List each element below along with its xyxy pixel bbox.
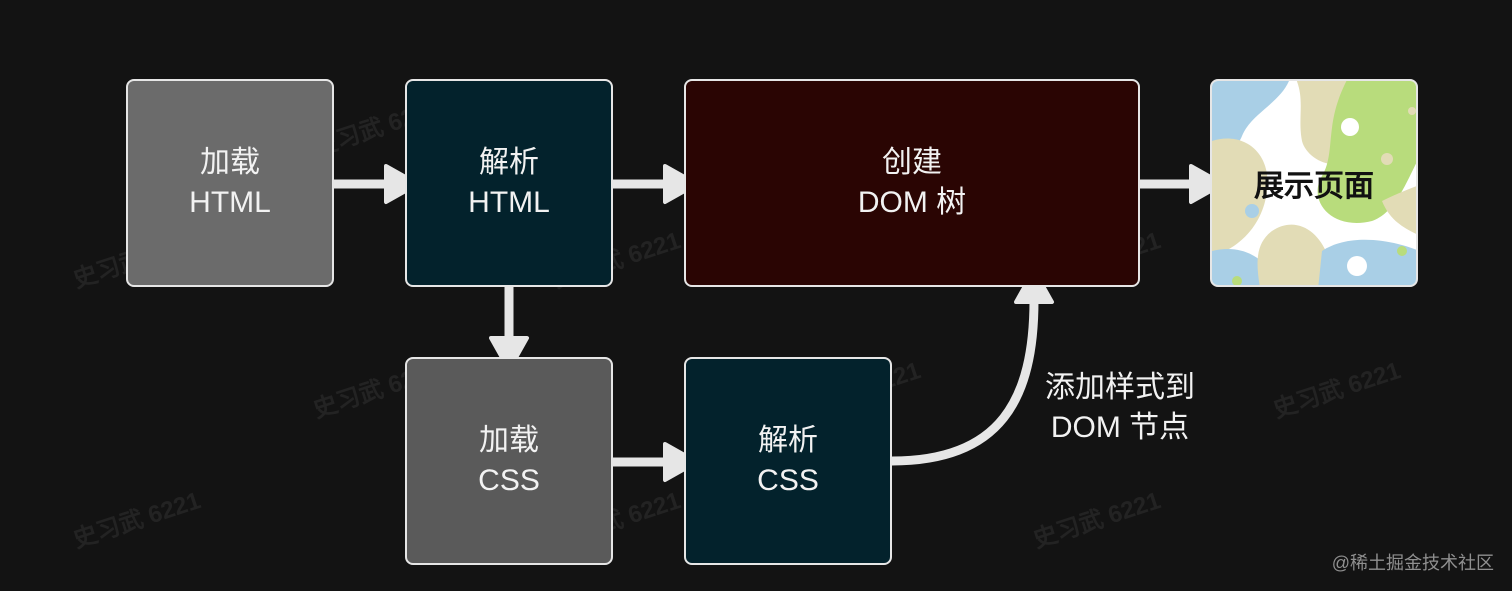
arrow-head-right	[1189, 164, 1225, 204]
node-create-dom-tree: 创建 DOM 树	[684, 79, 1140, 287]
node-render-page: 展示页面	[1210, 79, 1418, 287]
edge-label-line2: DOM 节点	[1050, 411, 1190, 444]
abstract-blob-pattern	[1212, 81, 1416, 285]
node-load-html: 加载 HTML	[126, 79, 334, 287]
node-label: 展示页面	[1254, 170, 1374, 203]
node-label-line2: DOM 树	[857, 186, 967, 219]
arrow-head-down	[489, 336, 529, 372]
node-label-line1: 加载	[200, 146, 260, 179]
node-parse-html: 解析 HTML	[405, 79, 613, 287]
edge-label-apply-styles: 添加样式到 DOM 节点	[1020, 368, 1220, 448]
node-load-css: 加载 CSS	[405, 357, 613, 565]
arrow-parse-css-to-dom	[891, 299, 1039, 466]
arrow-head-right	[663, 442, 699, 482]
node-label-line2: HTML	[468, 186, 550, 219]
node-label-line1: 创建	[882, 146, 942, 179]
node-parse-css: 解析 CSS	[684, 357, 892, 565]
arrow-head-right	[663, 164, 699, 204]
node-label-line1: 加载	[479, 424, 539, 457]
node-label-line1: 解析	[479, 146, 539, 179]
source-credit: @稀土掘金技术社区	[1331, 553, 1494, 573]
arrow-head-right	[384, 164, 420, 204]
node-label-line2: HTML	[189, 186, 271, 219]
node-label-line2: CSS	[478, 464, 540, 497]
edge-label-line1: 添加样式到	[1045, 371, 1195, 404]
node-label-line2: CSS	[757, 464, 819, 497]
node-label-line1: 解析	[758, 424, 818, 457]
